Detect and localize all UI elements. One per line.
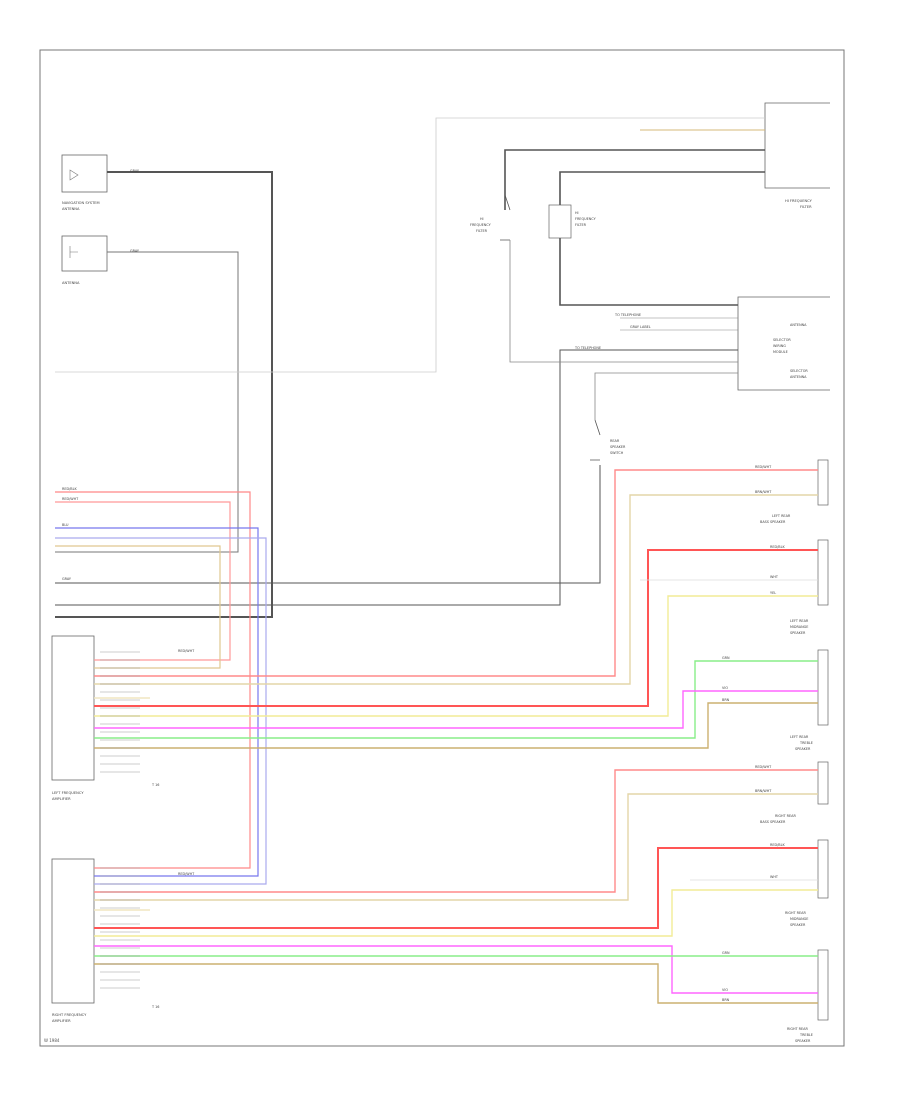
wire-label-lrt3: BRN bbox=[722, 698, 730, 702]
right-rear-midrange-label-2: MIDRANGE bbox=[790, 917, 808, 921]
left-rear-midrange-label-2: MIDRANGE bbox=[790, 625, 808, 629]
right-rear-treble-label-2: TREBLE bbox=[799, 1033, 813, 1037]
wire-label-group: GRAY GRAY RED/BLK RED/WHT BLU GRAY TO TE… bbox=[62, 169, 785, 1002]
wire-label-lrb2: BRN/WHT bbox=[755, 490, 772, 494]
wire-label-rrt1: GRN bbox=[722, 951, 730, 955]
rear-speaker-switch-label-2: SPEAKER bbox=[610, 445, 626, 449]
filter-b-label-2: FREQUENCY bbox=[575, 217, 597, 221]
left-rear-midrange-speaker: LEFT REAR MIDRANGE SPEAKER bbox=[790, 539, 829, 635]
wire-label-b1: BLU bbox=[62, 523, 69, 527]
antenna-module-label-1: ANTENNA bbox=[790, 323, 807, 327]
wire-label-la1: RED/WHT bbox=[178, 649, 195, 653]
right-rear-treble-speaker: RIGHT REAR TREBLE SPEAKER bbox=[787, 949, 829, 1043]
light-gray-wire bbox=[55, 117, 765, 373]
left-amp-speaker-wires bbox=[94, 469, 818, 749]
filter-b-component: HI FREQUENCY FILTER bbox=[548, 204, 597, 239]
wire-label-ant: GRAY bbox=[130, 249, 140, 253]
right-rear-bass-label-2: BASS SPEAKER bbox=[760, 820, 786, 824]
right-rear-midrange-label-1: RIGHT REAR bbox=[785, 911, 806, 915]
wire-label-rrt2: VIO bbox=[722, 988, 728, 992]
antenna-module-label-3: WIRING bbox=[773, 344, 786, 348]
left-rear-bass-label-1: LEFT REAR bbox=[772, 514, 791, 518]
filter-b-label-1: HI bbox=[575, 211, 579, 215]
navigation-antenna-component: NAVIGATION SYSTEM ANTENNA bbox=[61, 154, 108, 211]
right-rear-midrange-label-3: SPEAKER bbox=[790, 923, 806, 927]
wire-label-r2: RED/WHT bbox=[62, 497, 79, 501]
left-rear-midrange-label-1: LEFT REAR bbox=[790, 619, 809, 623]
wire-label-lrb1: RED/WHT bbox=[755, 465, 772, 469]
filter-a-label-3: FILTER bbox=[476, 229, 488, 233]
upper-bundle-wires bbox=[55, 491, 267, 885]
hi-frequency-filter-component: HI FREQUENCY FILTER bbox=[764, 102, 830, 209]
wire-label-tel2: TO TELEPHONE bbox=[614, 313, 641, 317]
wire-label-rrb1: RED/WHT bbox=[755, 765, 772, 769]
gray-wires bbox=[55, 149, 765, 618]
right-amp-speaker-wires bbox=[94, 769, 818, 1004]
left-amp-label-2: AMPLIFIER bbox=[52, 797, 71, 801]
right-rear-midrange-speaker: RIGHT REAR MIDRANGE SPEAKER bbox=[785, 839, 829, 927]
filter-a-label-2: FREQUENCY bbox=[470, 223, 492, 227]
antenna-module-label-2: SELECTOR bbox=[773, 338, 791, 342]
navigation-antenna-label-2: ANTENNA bbox=[62, 207, 80, 211]
wire-label-rrt3: BRN bbox=[722, 998, 730, 1002]
left-amp-label-1: LEFT FREQUENCY bbox=[52, 791, 84, 795]
antenna-label: ANTENNA bbox=[62, 281, 80, 285]
antenna-module-label-6: ANTENNA bbox=[790, 375, 807, 379]
wire-label-lrm1: RED/BLK bbox=[770, 545, 785, 549]
rear-speaker-switch-label-3: SWITCH bbox=[610, 451, 624, 455]
left-rear-treble-label-2: TREBLE bbox=[799, 741, 813, 745]
hi-frequency-filter-label-1: HI FREQUENCY bbox=[785, 199, 813, 203]
wire-label-lrm2: WHT bbox=[770, 575, 779, 579]
antenna-module-label-5: SELECTOR bbox=[790, 369, 808, 373]
footer-code: W 1984 bbox=[44, 1038, 60, 1043]
right-amp-pins bbox=[100, 867, 140, 989]
left-rear-bass-label-2: BASS SPEAKER bbox=[760, 520, 786, 524]
wire-label-nav: GRAY bbox=[130, 169, 140, 173]
left-amplifier-component: LEFT FREQUENCY AMPLIFIER T 16 bbox=[51, 635, 159, 801]
wire-label-lrm3: YEL bbox=[770, 591, 776, 595]
wire-label-rrm1: RED/BLK bbox=[770, 843, 785, 847]
filter-b-label-3: FILTER bbox=[575, 223, 587, 227]
wire-label-g1: GRAY bbox=[62, 577, 72, 581]
antenna-module-component: ANTENNA SELECTOR WIRING MODULE SELECTOR … bbox=[737, 296, 830, 391]
wire-label-rrm2: WHT bbox=[770, 875, 779, 879]
rear-speaker-switch-label-1: REAR bbox=[610, 439, 620, 443]
right-rear-treble-label-3: SPEAKER bbox=[795, 1039, 811, 1043]
rear-speaker-switch-component: REAR SPEAKER SWITCH bbox=[590, 419, 626, 461]
right-rear-bass-label-1: RIGHT REAR bbox=[775, 814, 796, 818]
filter-a-component: HI FREQUENCY FILTER bbox=[470, 194, 511, 241]
left-amp-pins bbox=[100, 651, 140, 773]
right-rear-bass-speaker: RIGHT REAR BASS SPEAKER bbox=[760, 761, 829, 824]
right-amplifier-component: RIGHT FREQUENCY AMPLIFIER T 16 bbox=[51, 858, 159, 1023]
left-rear-treble-label-1: LEFT REAR bbox=[790, 735, 809, 739]
left-rear-bass-speaker: LEFT REAR BASS SPEAKER bbox=[760, 459, 829, 524]
wire-label-lrt1: GRN bbox=[722, 656, 730, 660]
filter-a-label-1: HI bbox=[480, 217, 484, 221]
wire-label-r1: RED/BLK bbox=[62, 487, 77, 491]
right-rear-treble-label-1: RIGHT REAR bbox=[787, 1027, 808, 1031]
left-rear-midrange-label-3: SPEAKER bbox=[790, 631, 806, 635]
right-amp-connector: T 16 bbox=[151, 1005, 159, 1009]
wire-label-lrt2: VIO bbox=[722, 686, 728, 690]
left-amp-connector: T 16 bbox=[151, 783, 159, 787]
hi-frequency-filter-label-2: FILTER bbox=[800, 205, 812, 209]
right-amp-label-2: AMPLIFIER bbox=[52, 1019, 71, 1023]
antenna-component: ANTENNA bbox=[61, 235, 108, 285]
wire-label-tel: TO TELEPHONE bbox=[574, 346, 601, 350]
left-rear-treble-label-3: SPEAKER bbox=[795, 747, 811, 751]
right-amp-label-1: RIGHT FREQUENCY bbox=[52, 1013, 87, 1017]
wire-label-rrb2: BRN/WHT bbox=[755, 789, 772, 793]
left-rear-treble-speaker: LEFT REAR TREBLE SPEAKER bbox=[790, 649, 829, 751]
antenna-module-label-4: MODULE bbox=[773, 350, 788, 354]
wire-label-ra1: RED/WHT bbox=[178, 872, 195, 876]
navigation-antenna-label-1: NAVIGATION SYSTEM bbox=[62, 201, 100, 205]
diagram-frame bbox=[39, 49, 845, 1047]
wire-label-gray-label: GRAY LABEL bbox=[630, 325, 651, 329]
